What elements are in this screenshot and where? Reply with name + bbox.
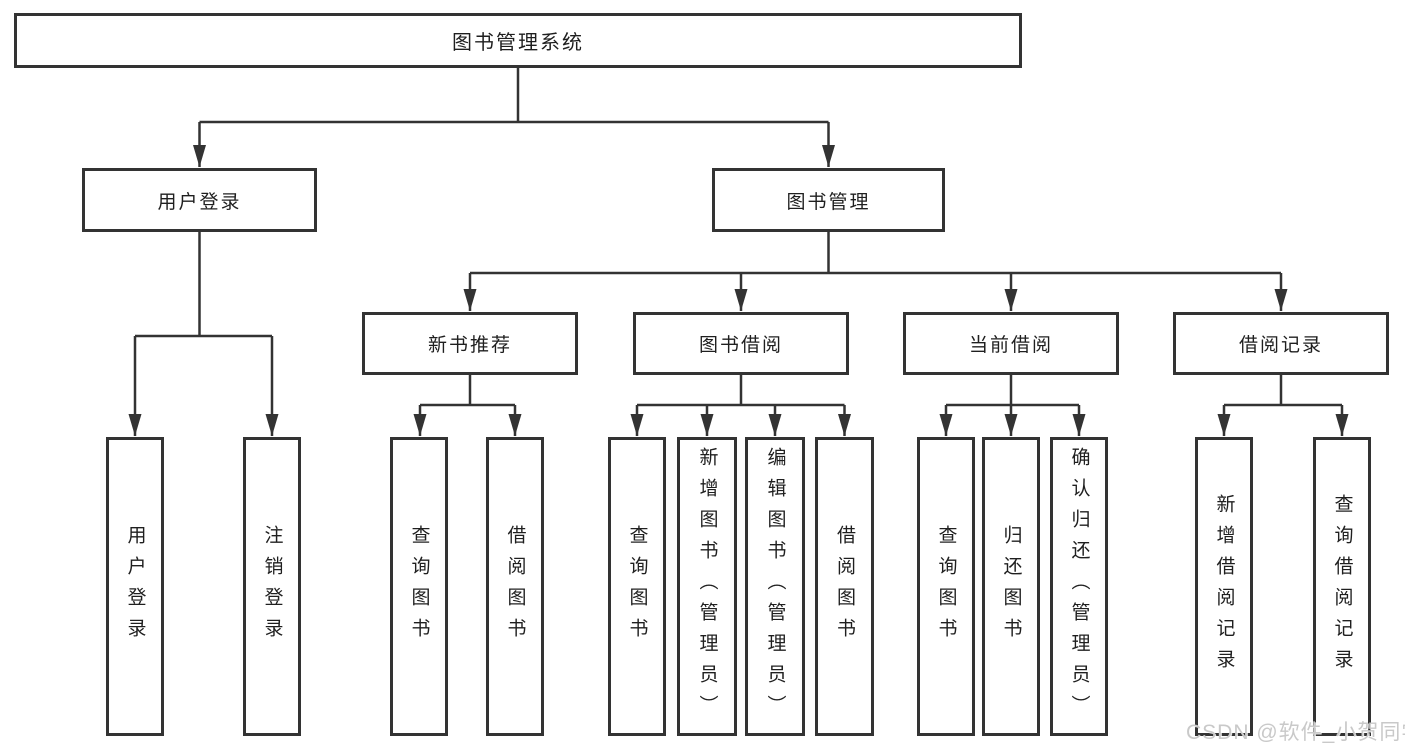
leaf-query-books-borrow: 查询图书	[608, 437, 666, 736]
leaf-label: 借阅图书	[504, 524, 526, 649]
leaf-query-borrow-record: 查询借阅记录	[1313, 437, 1371, 736]
leaf-add-books-admin: 新增图书（管理员）	[677, 437, 737, 736]
node-user-login: 用户登录	[82, 168, 317, 232]
leaf-label: 新增图书（管理员）	[696, 447, 718, 726]
leaf-label: 借阅图书	[834, 524, 855, 649]
node-current-borrowing: 当前借阅	[903, 312, 1119, 375]
leaf-label: 编辑图书（管理员）	[764, 447, 786, 726]
leaf-label: 查询图书	[935, 524, 957, 649]
leaf-query-books-newbook: 查询图书	[390, 437, 448, 736]
leaf-logout: 注销登录	[243, 437, 301, 736]
leaf-query-books-current: 查询图书	[917, 437, 975, 736]
leaf-label: 确认归还（管理员）	[1068, 447, 1090, 726]
leaf-borrow-books-newbook: 借阅图书	[486, 437, 544, 736]
leaf-label: 归还图书	[1000, 524, 1022, 649]
leaf-label: 查询借阅记录	[1331, 493, 1353, 680]
node-library-management-system: 图书管理系统	[14, 13, 1022, 68]
leaf-label: 查询图书	[626, 524, 648, 649]
leaf-label: 注销登录	[261, 524, 283, 649]
leaf-edit-books-admin: 编辑图书（管理员）	[745, 437, 805, 736]
node-new-book-recommend: 新书推荐	[362, 312, 578, 375]
leaf-label: 用户登录	[124, 524, 146, 649]
leaf-label: 新增借阅记录	[1213, 493, 1235, 680]
node-borrowing-records: 借阅记录	[1173, 312, 1389, 375]
leaf-borrow-books-borrow: 借阅图书	[815, 437, 874, 736]
leaf-user-login: 用户登录	[106, 437, 164, 736]
leaf-return-books: 归还图书	[982, 437, 1040, 736]
leaf-label: 查询图书	[408, 524, 430, 649]
node-book-borrowing: 图书借阅	[633, 312, 849, 375]
watermark: CSDN @软件_小贺同学	[1186, 721, 1405, 744]
leaf-add-borrow-record: 新增借阅记录	[1195, 437, 1253, 736]
leaf-confirm-return-admin: 确认归还（管理员）	[1050, 437, 1108, 736]
node-book-management: 图书管理	[712, 168, 945, 232]
